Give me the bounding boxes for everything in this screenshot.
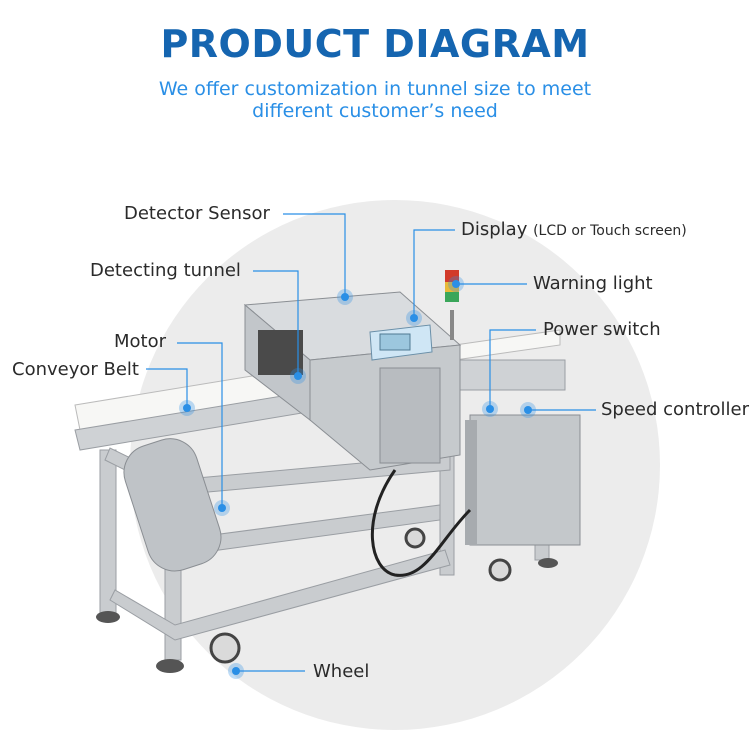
leader-line-conveyor-belt — [146, 368, 188, 408]
leader-line-motor — [177, 342, 223, 508]
label-display-note: (LCD or Touch screen) — [533, 223, 687, 239]
marker-dot — [448, 276, 464, 292]
warning-light-pole — [450, 310, 454, 340]
marker-dot — [337, 289, 353, 305]
subtitle-line-1: We offer customization in tunnel size to… — [158, 78, 592, 100]
page-subtitle: We offer customization in tunnel size to… — [0, 78, 750, 122]
frame-rail — [109, 549, 451, 641]
label-conveyor-belt: Conveyor Belt — [12, 359, 139, 380]
power-cable — [371, 469, 472, 577]
frame-foot — [156, 659, 184, 673]
motor-housing — [123, 438, 222, 572]
warning-light-red — [445, 270, 459, 282]
conveyor-side-rail — [454, 359, 566, 391]
warning-light-yellow — [445, 282, 459, 292]
frame-foot — [538, 558, 558, 568]
marker-dot — [290, 368, 306, 384]
marker-dot — [228, 663, 244, 679]
wheel — [404, 527, 426, 549]
page-title: PRODUCT DIAGRAM — [160, 22, 590, 66]
wheel — [488, 558, 512, 582]
leader-line-power-switch — [489, 329, 536, 409]
marker-dot — [406, 310, 422, 326]
label-speed-controller: Speed controller — [601, 399, 750, 420]
control-box-side — [465, 420, 477, 545]
label-detector-sensor: Detector Sensor — [124, 203, 270, 224]
label-wheel: Wheel — [313, 661, 370, 682]
marker-dot — [520, 402, 536, 418]
marker-dot — [482, 401, 498, 417]
detecting-tunnel-opening — [258, 330, 303, 375]
label-motor: Motor — [114, 331, 167, 352]
leader-line-detector-sensor — [283, 213, 346, 297]
label-detecting-tunnel: Detecting tunnel — [90, 260, 241, 281]
display-screen — [379, 333, 411, 351]
label-warning-light: Warning light — [533, 273, 653, 294]
frame-leg — [99, 449, 117, 616]
marker-dot — [179, 400, 195, 416]
leader-line-detecting-tunnel — [253, 270, 299, 376]
subtitle-line-2: different customer’s need — [252, 100, 498, 122]
label-display-text: Display — [461, 219, 528, 240]
detector-side-box — [379, 367, 441, 464]
label-display: Display (LCD or Touch screen) — [461, 219, 687, 240]
marker-dot — [214, 500, 230, 516]
wheel — [209, 632, 241, 664]
warning-light-green — [445, 292, 459, 302]
frame-foot — [96, 611, 120, 623]
label-power-switch: Power switch — [543, 319, 661, 340]
leader-line-display — [413, 229, 455, 318]
control-box — [469, 414, 581, 546]
